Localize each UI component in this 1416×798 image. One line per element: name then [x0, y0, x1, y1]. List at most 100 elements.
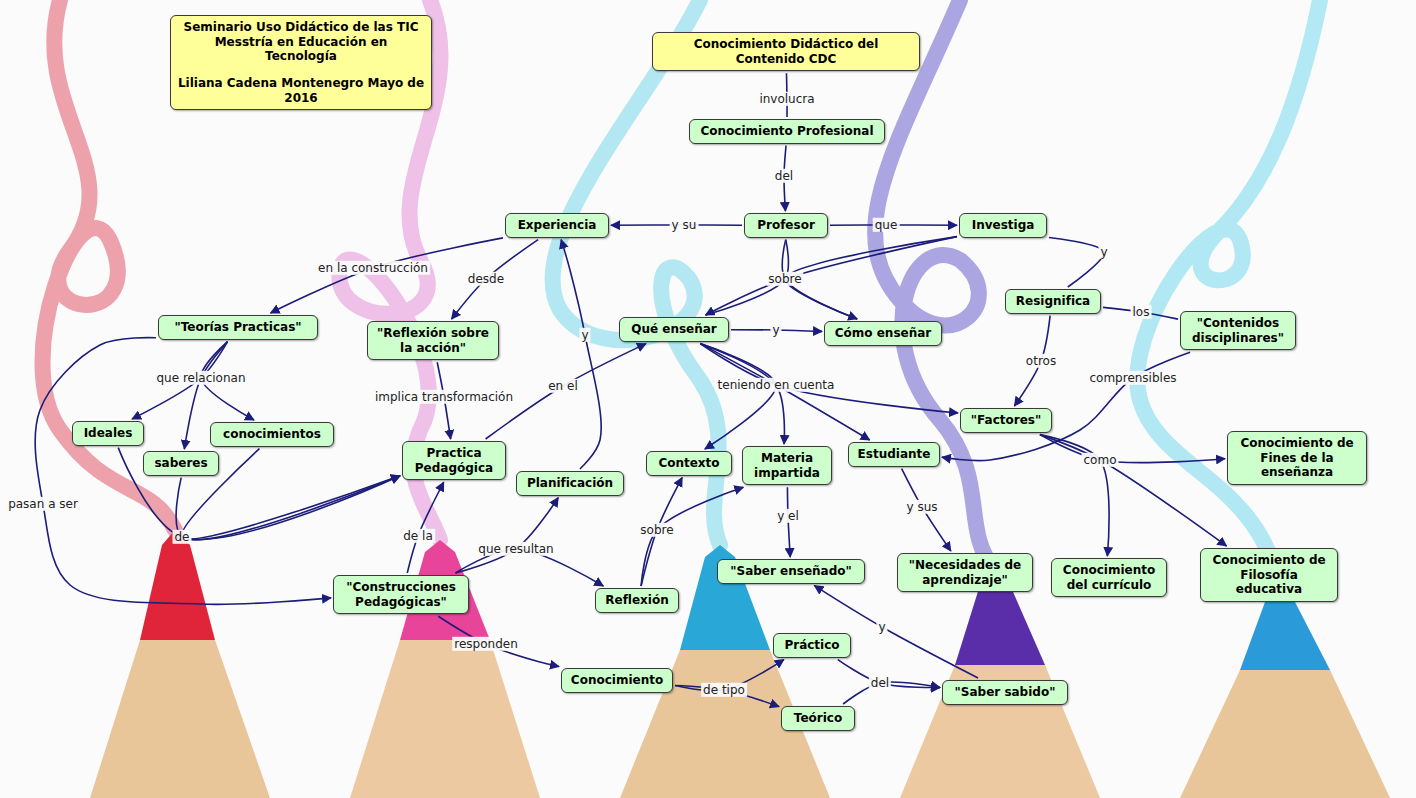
- connector: [785, 237, 957, 319]
- linking-phrase: y el: [775, 509, 801, 523]
- concept-box: Conocimiento: [561, 668, 673, 693]
- concept-box: Estudiante: [848, 442, 940, 467]
- concept-box: "Construcciones Pedagógicas": [333, 575, 469, 614]
- concept-text: Ideales: [79, 426, 137, 441]
- concept-box: Práctico: [773, 633, 851, 658]
- concept-box: Contexto: [646, 451, 732, 476]
- linking-phrase: y: [770, 323, 781, 337]
- linking-phrase: que resultan: [476, 542, 555, 556]
- concept-text: "Factores": [967, 413, 1045, 428]
- concept-text: conocimientos: [217, 427, 327, 442]
- concept-text: Materia impartida: [749, 451, 825, 480]
- concept-box: Qué enseñar: [619, 317, 729, 342]
- concept-text: Planificación: [523, 476, 617, 491]
- concept-box: conocimientos: [210, 422, 334, 447]
- concept-text: Conocimiento Profesional: [696, 124, 878, 139]
- concept-box: "Reflexión sobre la acción": [367, 321, 499, 360]
- connector: [1049, 237, 1104, 287]
- connector: [843, 682, 940, 704]
- pencil-wood: [350, 640, 540, 798]
- concept-box: "Factores": [960, 408, 1052, 433]
- concept-box: "Contenidos disciplinares": [1180, 311, 1296, 350]
- concept-box: Investiga: [959, 213, 1047, 238]
- concept-box: Materia impartida: [742, 446, 832, 485]
- concept-box: Conocimiento del currículo: [1051, 558, 1167, 597]
- concept-box: "Saber sabido": [942, 680, 1068, 705]
- connector: [176, 476, 400, 540]
- linking-phrase: y: [876, 620, 887, 634]
- connector: [118, 448, 400, 540]
- linking-phrase: y su: [670, 218, 699, 232]
- linking-phrase: del: [869, 676, 891, 690]
- concept-box: Reflexión: [595, 588, 679, 613]
- concept-text: Conocimiento Didáctico del Contenido CDC: [659, 37, 913, 66]
- concept-box: Conocimiento Profesional: [689, 119, 885, 144]
- linking-phrase: responden: [452, 637, 519, 651]
- concept-text: Conocimiento de Filosofía educativa: [1207, 553, 1331, 597]
- linking-phrase: en la construcción: [316, 261, 430, 275]
- concept-box: Cómo enseñar: [824, 321, 942, 346]
- linking-phrase: y: [1098, 245, 1109, 259]
- linking-phrase: los: [1131, 305, 1152, 319]
- connector: [1040, 435, 1227, 546]
- concept-text: Estudiante: [855, 447, 933, 462]
- linking-phrase: de tipo: [701, 683, 747, 697]
- concept-box: Ideales: [72, 421, 144, 446]
- concept-box: Seminario Uso Didáctico de las TIC Messt…: [170, 15, 432, 110]
- concept-text: "Teorías Practicas": [165, 320, 311, 335]
- connector: [706, 237, 957, 315]
- concept-box: Conocimiento Didáctico del Contenido CDC: [652, 32, 920, 71]
- crayon-squiggle: [875, 0, 995, 570]
- linking-phrase: implica transformación: [373, 390, 515, 404]
- connector: [902, 469, 951, 551]
- linking-phrase: sobre: [766, 272, 803, 286]
- concept-box: Practica Pedagógica: [402, 441, 506, 480]
- connector: [700, 344, 958, 413]
- connector: [561, 240, 601, 469]
- pencil-tip: [140, 530, 215, 640]
- concept-box: "Saber enseñado": [717, 559, 865, 584]
- connector: [700, 344, 784, 444]
- linking-phrase: involucra: [757, 92, 816, 106]
- connector: [452, 240, 538, 319]
- concept-text: Seminario Uso Didáctico de las TIC Messt…: [177, 20, 425, 64]
- concept-box: "Necesidades de aprendizaje": [897, 553, 1033, 592]
- concept-text: Cómo enseñar: [831, 326, 935, 341]
- pencil-wood: [90, 640, 270, 798]
- concept-text: Reflexión: [602, 593, 672, 608]
- concept-text: "Saber enseñado": [724, 564, 858, 579]
- connector: [456, 498, 559, 573]
- concept-text: Práctico: [780, 638, 844, 653]
- concept-text: Resignifica: [1012, 294, 1094, 309]
- linking-phrase: que relacionan: [155, 371, 248, 385]
- concept-text: Liliana Cadena Montenegro Mayo de 2016: [177, 76, 425, 105]
- pencil-wood: [1180, 670, 1390, 798]
- concept-box: Profesor: [744, 213, 828, 238]
- concept-text: Practica Pedagógica: [409, 446, 499, 475]
- concept-text: "Construcciones Pedagógicas": [340, 580, 462, 609]
- concept-text: Conocimiento del currículo: [1058, 563, 1160, 592]
- concept-text: Contexto: [653, 456, 725, 471]
- concept-text: "Contenidos disciplinares": [1187, 316, 1289, 345]
- concept-text: Investiga: [966, 218, 1040, 233]
- linking-phrase: de: [173, 530, 192, 544]
- linking-phrase: de la: [401, 529, 435, 543]
- concept-text: Experiencia: [512, 218, 602, 233]
- connector: [814, 586, 978, 678]
- concept-text: Conocimiento: [568, 673, 666, 688]
- linking-phrase: sobre: [638, 523, 675, 537]
- linking-phrase: que: [873, 218, 900, 232]
- concept-box: saberes: [143, 451, 219, 476]
- concept-box: Conocimiento de Fines de la enseñanza: [1227, 431, 1367, 485]
- connector: [35, 338, 331, 605]
- concept-box: Resignifica: [1005, 289, 1101, 314]
- linking-phrase: desde: [466, 272, 506, 286]
- concept-box: Experiencia: [505, 213, 609, 238]
- connector: [438, 616, 559, 666]
- connector: [407, 482, 443, 573]
- concept-text: Profesor: [751, 218, 821, 233]
- linking-phrase: en el: [546, 379, 580, 393]
- concept-text: Conocimiento de Fines de la enseñanza: [1234, 436, 1360, 480]
- concept-text: Teórico: [788, 711, 848, 726]
